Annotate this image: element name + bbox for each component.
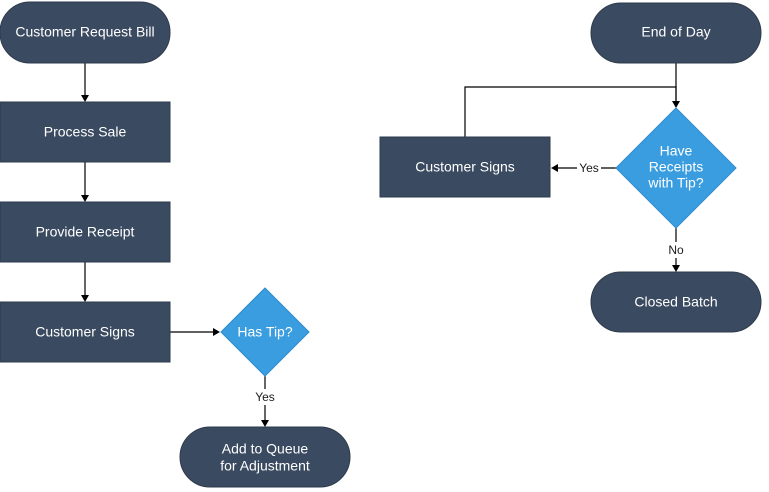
edge-label-bg [253,389,277,405]
right-flow-edges: Yes No [464,63,686,272]
arrowhead [213,328,220,336]
receipts-decision-label-line1: Have [660,143,693,159]
edge-label-bg [577,160,601,176]
arrowhead [81,295,89,302]
customer-signs-node-right[interactable] [379,136,551,198]
closed-batch-label: Closed Batch [634,294,717,310]
customer-signs-label-left: Customer Signs [35,324,135,340]
end-of-day-label: End of Day [641,24,710,40]
arrowhead [672,265,680,272]
has-tip-yes-label: Yes [255,390,275,404]
receipts-yes-label: Yes [579,161,599,175]
has-tip-label: Has Tip? [237,324,292,340]
customer-signs-label-right: Customer Signs [415,159,515,175]
process-sale-node[interactable] [0,101,171,163]
add-to-queue-label-line1: Add to Queue [222,441,309,457]
end-of-day-node[interactable] [590,2,762,64]
receipts-decision-label-line3: with Tip? [647,175,703,191]
receipts-with-tip-decision-node[interactable] [615,107,737,229]
arrowhead [551,164,558,172]
closed-batch-node[interactable] [590,271,762,333]
process-sale-label: Process Sale [44,124,127,140]
edge-label-bg [666,242,686,258]
customer-request-bill-label: Customer Request Bill [15,24,154,40]
edge-signs-loop-back [464,86,677,137]
left-flow-nodes: Customer Request Bill Process Sale Provi… [0,1,351,488]
arrowhead [261,420,269,427]
right-flow-nodes: End of Day Customer Signs Have Receipts … [379,2,762,333]
arrowhead [81,95,89,102]
add-to-queue-label-line2: for Adjustment [220,458,310,474]
left-flow-edges: Yes [81,63,277,427]
arrowhead [81,195,89,202]
provide-receipt-node[interactable] [0,201,171,263]
provide-receipt-label: Provide Receipt [36,224,135,240]
receipts-decision-label-line2: Receipts [649,159,703,175]
arrowhead [672,101,680,108]
receipts-no-label: No [668,243,684,257]
customer-request-bill-node[interactable] [0,1,171,64]
add-to-queue-node[interactable] [179,426,351,488]
has-tip-decision-node[interactable] [220,287,310,377]
customer-signs-node-left[interactable] [0,301,171,363]
